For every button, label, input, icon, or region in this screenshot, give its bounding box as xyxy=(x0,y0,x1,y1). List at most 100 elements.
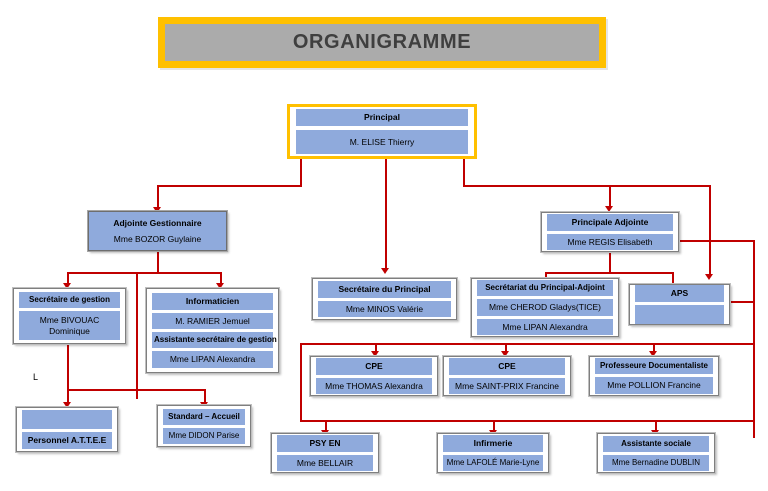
connector-to-psy-en xyxy=(325,420,327,433)
node-psy-en-title: PSY EN xyxy=(277,434,373,452)
connector-ag-bus xyxy=(67,272,222,274)
node-adjointe-gestionnaire-title: Adjointe Gestionnaire xyxy=(113,218,202,228)
connector-top-bus-right xyxy=(463,185,711,187)
arrow-aps-top-right xyxy=(705,274,713,280)
node-professeure-documentaliste[interactable]: Professeure Documentaliste Mme POLLION F… xyxy=(588,355,720,397)
node-standard-accueil-name: Mme DIDON Parise xyxy=(163,427,245,444)
connector-principal-right-stem xyxy=(463,158,465,185)
node-secretaire-du-principal-name: Mme MINOS Valérie xyxy=(318,300,451,318)
connector-to-adjointe-gestionnaire xyxy=(157,185,159,209)
node-secretaire-du-principal[interactable]: Secrétaire du Principal Mme MINOS Valéri… xyxy=(311,277,458,321)
stray-label: L xyxy=(33,372,39,382)
node-secretaire-de-gestion-name-line1: Mme BIVOUAC xyxy=(39,314,100,325)
node-secretariat-du-principal-adjoint-name: Mme CHEROD Gladys(TICE) xyxy=(477,298,613,316)
node-cpe-saint-prix-title: CPE xyxy=(449,357,565,375)
connector-ag-stem xyxy=(157,249,159,272)
node-adjointe-gestionnaire[interactable]: Adjointe Gestionnaire Mme BOZOR Guylaine xyxy=(87,210,228,252)
arrow-cpe2 xyxy=(501,351,509,357)
title-banner-inner: ORGANIGRAMME xyxy=(165,24,599,61)
connector-to-principale-adjointe xyxy=(609,185,611,208)
connector-to-prof-doc xyxy=(653,343,655,354)
node-cpe-thomas-title: CPE xyxy=(316,357,432,375)
node-professeure-documentaliste-name: Mme POLLION Francine xyxy=(595,377,713,394)
connector-ag-to-informaticien xyxy=(220,272,222,285)
arrow-adjointe-gestionnaire xyxy=(153,207,161,213)
node-infirmerie[interactable]: Infirmerie Mme LAFOLÉ Marie-Lyne xyxy=(436,432,550,474)
connector-to-infirmerie xyxy=(493,420,495,433)
node-secretariat-du-principal-adjoint-title: Secrétariat du Principal-Adjoint xyxy=(477,279,613,296)
node-cpe-saint-prix[interactable]: CPE Mme SAINT-PRIX Francine xyxy=(442,355,572,397)
node-secretaire-de-gestion-title: Secrétaire de gestion xyxy=(19,291,120,308)
arrow-prof-doc xyxy=(649,351,657,357)
node-principale-adjointe-title: Principale Adjointe xyxy=(547,213,673,231)
connector-right-rail-into-aps xyxy=(730,301,755,303)
node-standard-accueil[interactable]: Standard – Accueil Mme DIDON Parise xyxy=(156,404,252,448)
connector-ag-long-stem xyxy=(136,272,138,399)
node-aps[interactable]: APS xyxy=(628,283,731,326)
node-informaticien-title: Informaticien xyxy=(152,293,273,310)
arrow-personnel-attee xyxy=(63,402,71,408)
arrow-principale-adjointe xyxy=(605,206,613,212)
connector-to-assistante-sociale xyxy=(655,420,657,433)
node-assistante-sociale[interactable]: Assistante sociale Mme Bernadine DUBLIN xyxy=(596,432,716,474)
title-banner: ORGANIGRAMME xyxy=(158,17,606,68)
node-secretaire-de-gestion-name-line2: Dominique xyxy=(49,325,90,336)
connector-top-bus-left xyxy=(157,185,302,187)
node-principal[interactable]: Principal M. ELISE Thierry xyxy=(287,104,477,159)
arrow-secretaire-gestion xyxy=(63,283,71,289)
connector-pa-to-aps xyxy=(672,272,674,285)
node-psy-en-name: Mme BELLAIR xyxy=(277,454,373,472)
node-infirmerie-name: Mme LAFOLÉ Marie-Lyne xyxy=(443,454,543,471)
node-cpe-thomas-name: Mme THOMAS Alexandra xyxy=(316,377,432,395)
connector-sg-down xyxy=(67,343,69,389)
node-standard-accueil-title: Standard – Accueil xyxy=(163,408,245,425)
connector-pa-bus xyxy=(545,272,673,274)
connector-to-personnel-attee xyxy=(67,389,69,404)
node-principale-adjointe-name: Mme REGIS Elisabeth xyxy=(547,233,673,251)
node-psy-en[interactable]: PSY EN Mme BELLAIR xyxy=(270,432,380,474)
node-infirmerie-title: Infirmerie xyxy=(443,435,543,452)
node-secretariat-du-principal-adjoint[interactable]: Secrétariat du Principal-Adjoint Mme CHE… xyxy=(470,277,620,338)
node-personnel-attee-title xyxy=(22,410,112,430)
connector-bottom-left-bus xyxy=(67,389,206,391)
node-adjointe-gestionnaire-name: Mme BOZOR Guylaine xyxy=(113,234,202,244)
node-secretaire-du-principal-title: Secrétaire du Principal xyxy=(318,280,451,298)
connector-right-rail-vertical xyxy=(753,240,755,438)
connector-pa-right-rail xyxy=(673,240,755,242)
node-informaticien-name2: Mme LIPAN Alexandra xyxy=(152,351,273,368)
page-title: ORGANIGRAMME xyxy=(292,31,472,53)
node-assistante-sociale-title: Assistante sociale xyxy=(603,435,709,452)
arrow-informaticien xyxy=(216,283,224,289)
arrow-cpe1 xyxy=(371,351,379,357)
arrow-secretaire-principal xyxy=(381,268,389,274)
node-adjointe-gestionnaire-panel: Adjointe Gestionnaire Mme BOZOR Guylaine xyxy=(89,212,226,250)
connector-to-cpe2 xyxy=(505,343,507,354)
node-cpe-thomas[interactable]: CPE Mme THOMAS Alexandra xyxy=(309,355,439,397)
node-secretariat-du-principal-adjoint-name2: Mme LIPAN Alexandra xyxy=(477,318,613,336)
connector-bottom-row-bus xyxy=(300,420,754,422)
connector-principal-center-stem xyxy=(385,158,387,270)
connector-ag-to-secretaire-gestion xyxy=(67,272,69,285)
node-informaticien-title2: Assistante secrétaire de gestion xyxy=(152,332,277,349)
node-principal-name: M. ELISE Thierry xyxy=(296,129,468,155)
connector-principal-left-stem xyxy=(300,158,302,185)
node-cpe-saint-prix-name: Mme SAINT-PRIX Francine xyxy=(449,377,565,395)
node-professeure-documentaliste-title: Professeure Documentaliste xyxy=(595,358,713,375)
node-principal-title: Principal xyxy=(296,108,468,126)
connector-to-cpe1 xyxy=(375,343,377,354)
node-principale-adjointe[interactable]: Principale Adjointe Mme REGIS Elisabeth xyxy=(540,211,680,253)
connector-to-standard-accueil xyxy=(204,389,206,404)
node-secretaire-de-gestion[interactable]: Secrétaire de gestion Mme BIVOUAC Domini… xyxy=(12,287,127,345)
node-aps-name xyxy=(635,304,724,324)
node-informaticien[interactable]: Informaticien M. RAMIER Jemuel Assistant… xyxy=(145,287,280,374)
connector-bottombus-left-riser xyxy=(300,343,302,422)
node-assistante-sociale-name: Mme Bernadine DUBLIN xyxy=(603,454,709,471)
node-aps-title: APS xyxy=(635,285,724,302)
node-informaticien-name: M. RAMIER Jemuel xyxy=(152,312,273,330)
node-personnel-attee[interactable]: Personnel A.T.T.E.E xyxy=(15,406,119,453)
node-personnel-attee-name: Personnel A.T.T.E.E xyxy=(22,432,112,449)
connector-topbus-to-aps xyxy=(709,185,711,276)
connector-pa-stem xyxy=(609,251,611,272)
connector-cpe-row-bus xyxy=(300,343,754,345)
